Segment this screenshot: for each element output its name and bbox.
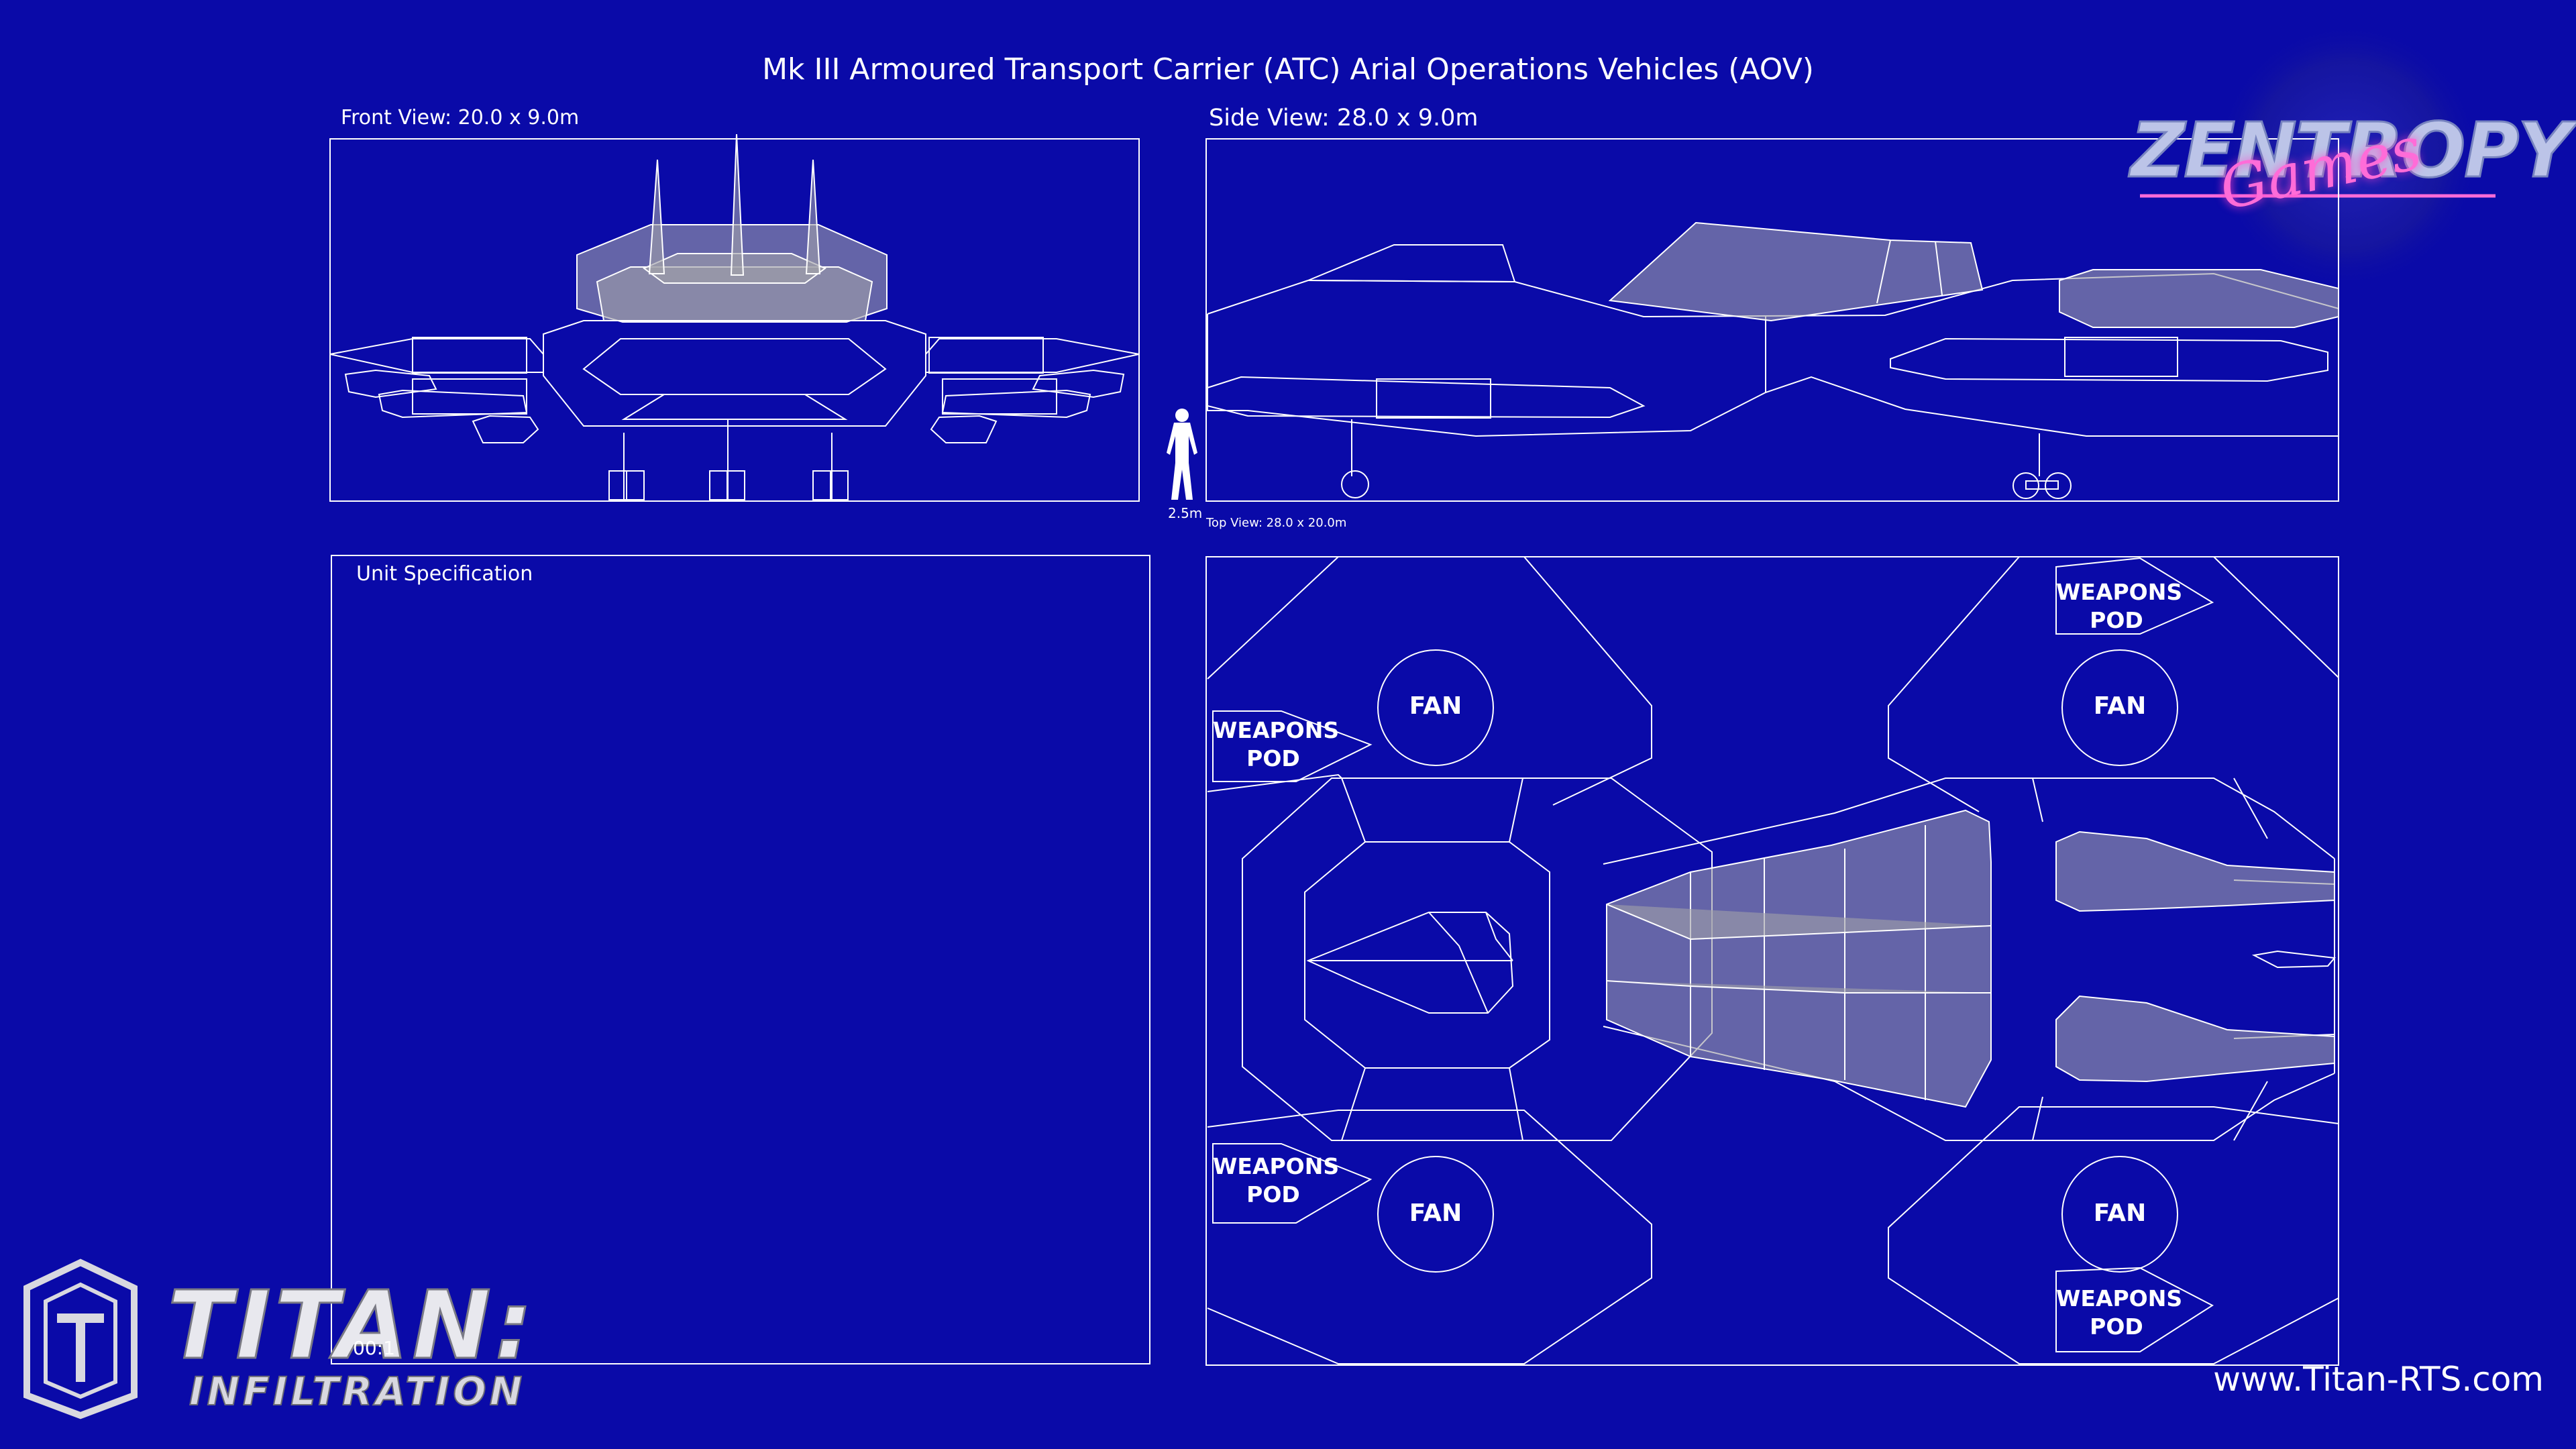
unit-specification-panel: [331, 555, 1150, 1364]
titan-shield-icon: [23, 1258, 138, 1419]
infiltration-logo: INFILTRATION: [189, 1368, 526, 1415]
titan-logo: TITAN:: [167, 1271, 537, 1382]
fan-label: FAN: [1409, 1199, 1462, 1227]
website-link[interactable]: www.Titan-RTS.com: [2213, 1360, 2544, 1399]
top-view-turret: [1606, 809, 2335, 1108]
front-view-turret: [576, 133, 888, 323]
scale-figure-label: 2.5m: [1168, 505, 1203, 521]
front-view-frame: [329, 138, 1140, 502]
fan-label: FAN: [1409, 692, 1462, 720]
zentropy-logo: ZENTROPY: [2130, 107, 2573, 196]
fan-label: FAN: [2093, 1199, 2147, 1227]
side-view-label: Side View: 28.0 x 9.0m: [1209, 105, 1479, 131]
weapons-pod-label: WEAPONS POD: [1213, 1153, 1340, 1208]
front-view-label: Front View: 20.0 x 9.0m: [341, 106, 580, 129]
human-scale-figure: [1167, 409, 1197, 500]
timer-readout: 00:1: [353, 1337, 395, 1359]
front-view-vehicle: [329, 320, 1140, 500]
side-view-turret: [1608, 221, 2339, 328]
sheet-title: Mk III Armoured Transport Carrier (ATC) …: [762, 52, 1814, 87]
weapons-pod-label: WEAPONS POD: [2056, 1285, 2183, 1340]
weapons-pod-label: WEAPONS POD: [1213, 717, 1340, 771]
fan-label: FAN: [2093, 692, 2147, 720]
zentropy-logo-disc: [2214, 21, 2482, 290]
top-view-frame: [1205, 556, 2339, 1366]
unit-specification-label: Unit Specification: [356, 562, 533, 586]
weapons-pod-label: WEAPONS POD: [2056, 579, 2183, 633]
top-view-vehicle: [1207, 556, 2339, 1364]
top-view-label: Top View: 28.0 x 20.0m: [1206, 516, 1347, 530]
